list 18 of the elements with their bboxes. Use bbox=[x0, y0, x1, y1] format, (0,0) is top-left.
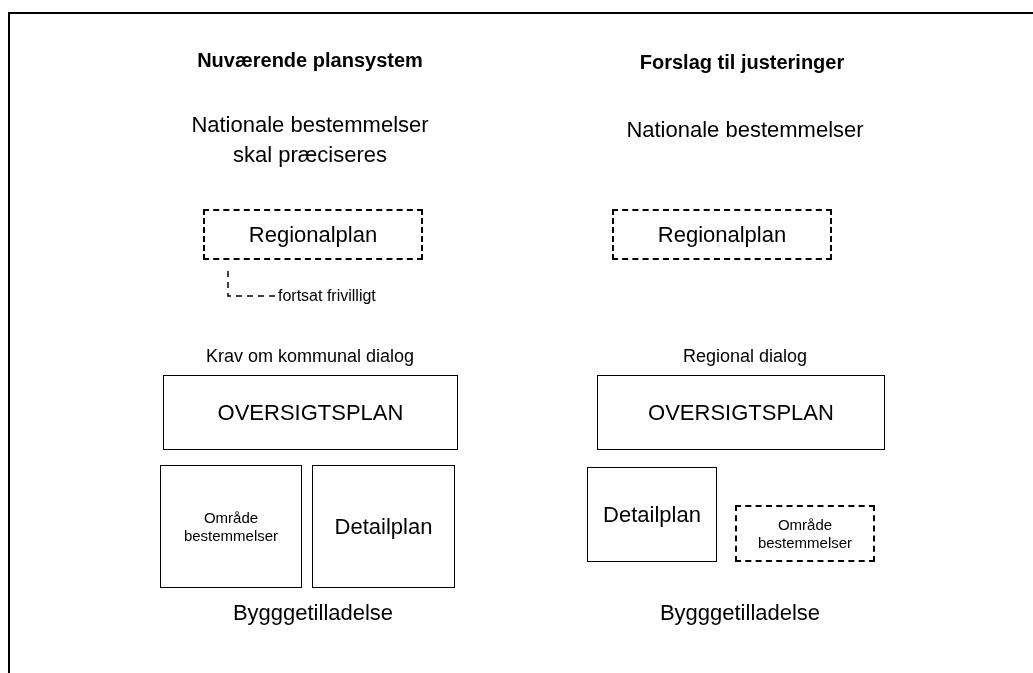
level-label: Krav om kommunal dialog bbox=[205, 345, 415, 368]
column-heading: Forslag til justeringer bbox=[639, 50, 845, 75]
plan-box: OVERSIGTSPLAN bbox=[163, 375, 458, 450]
note-text: fortsat frivilligt bbox=[278, 284, 376, 308]
level-label: Regional dialog bbox=[682, 345, 808, 368]
plan-box: Område bestemmelser bbox=[160, 465, 302, 588]
plan-box: Detailplan bbox=[312, 465, 455, 588]
level-label: Nationale bestemmelser bbox=[626, 116, 864, 144]
leader-line bbox=[227, 269, 276, 297]
plan-box: Regionalplan bbox=[203, 209, 423, 260]
column-heading: Nuværende plansystem bbox=[197, 48, 423, 73]
plan-box: OVERSIGTSPLAN bbox=[597, 375, 885, 450]
level-label: Bygggetilladelse bbox=[232, 599, 394, 627]
level-label: Nationale bestemmelser skal præciseres bbox=[190, 111, 430, 169]
level-label: Bygggetilladelse bbox=[659, 599, 821, 627]
plan-box: Område bestemmelser bbox=[735, 505, 875, 562]
plan-box: Detailplan bbox=[587, 467, 717, 562]
plan-box: Regionalplan bbox=[612, 209, 832, 260]
